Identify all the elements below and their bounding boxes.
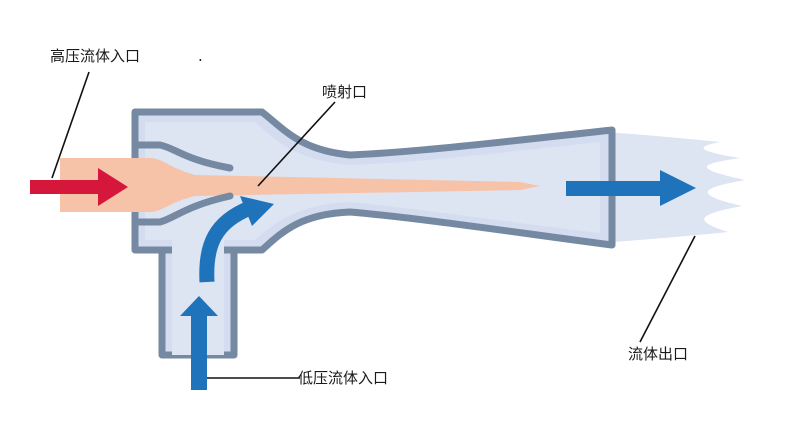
nozzle-wall-lower: [131, 192, 234, 226]
outlet-arrow: [566, 170, 696, 206]
nozzle-wall-upper: [131, 141, 234, 172]
low-pressure-arrow: [180, 296, 218, 390]
high-pressure-arrow: [30, 168, 128, 206]
high-pressure-fluid: [60, 158, 540, 212]
leader-high-pressure: [51, 71, 90, 179]
label-nozzle: 喷射口: [322, 83, 367, 101]
label-inlet-dot: .: [198, 47, 203, 65]
label-low-pressure-inlet: 低压流体入口: [298, 369, 388, 387]
label-high-pressure-inlet: 高压流体入口: [50, 47, 140, 65]
curved-flow-arrow: [199, 196, 274, 283]
leader-outlet: [639, 235, 696, 343]
leader-nozzle: [257, 101, 336, 187]
label-outlet: 流体出口: [628, 345, 688, 363]
